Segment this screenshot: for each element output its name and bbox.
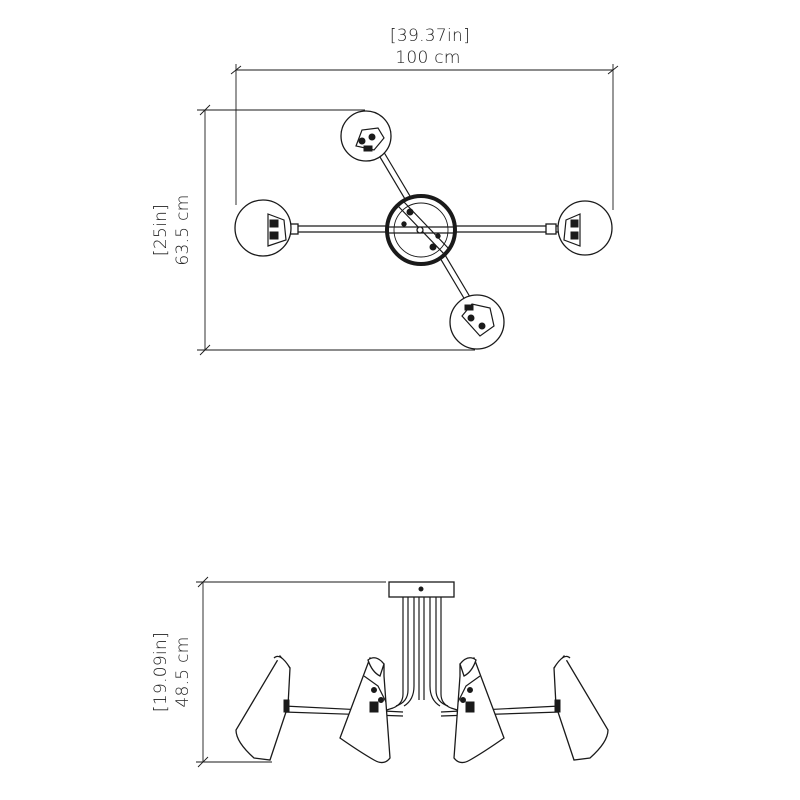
depth-cm-label: 63.5 cm [173, 194, 193, 265]
width-cm-label: 100 cm [395, 48, 461, 68]
shade-top-upper [340, 110, 392, 162]
width-dimension: [39.37in] 100 cm [230, 26, 619, 210]
shade-side-far-right [553, 654, 609, 761]
height-cm-label: 48.5 cm [173, 636, 193, 707]
depth-dimension: [25in] 63.5 cm [151, 104, 475, 356]
shade-side-inner-left [339, 657, 391, 764]
height-inches-label: [19.09in] [151, 632, 171, 712]
shade-top-right [557, 200, 613, 256]
canopy-top [385, 194, 457, 266]
shade-side-far-left [235, 654, 291, 761]
top-view: [39.37in] 100 cm [25in] 63.5 cm [151, 26, 619, 356]
canopy-side [388, 581, 455, 598]
depth-inches-label: [25in] [151, 204, 171, 256]
height-dimension: [19.09in] 48.5 cm [151, 576, 386, 768]
side-view: [19.09in] 48.5 cm [151, 576, 609, 768]
width-inches-label: [39.37in] [390, 26, 470, 46]
shade-top-left [234, 199, 292, 257]
shade-side-inner-right [453, 657, 505, 764]
side-arms [283, 705, 561, 717]
center-stems [373, 597, 471, 715]
shade-top-lower [449, 294, 505, 350]
